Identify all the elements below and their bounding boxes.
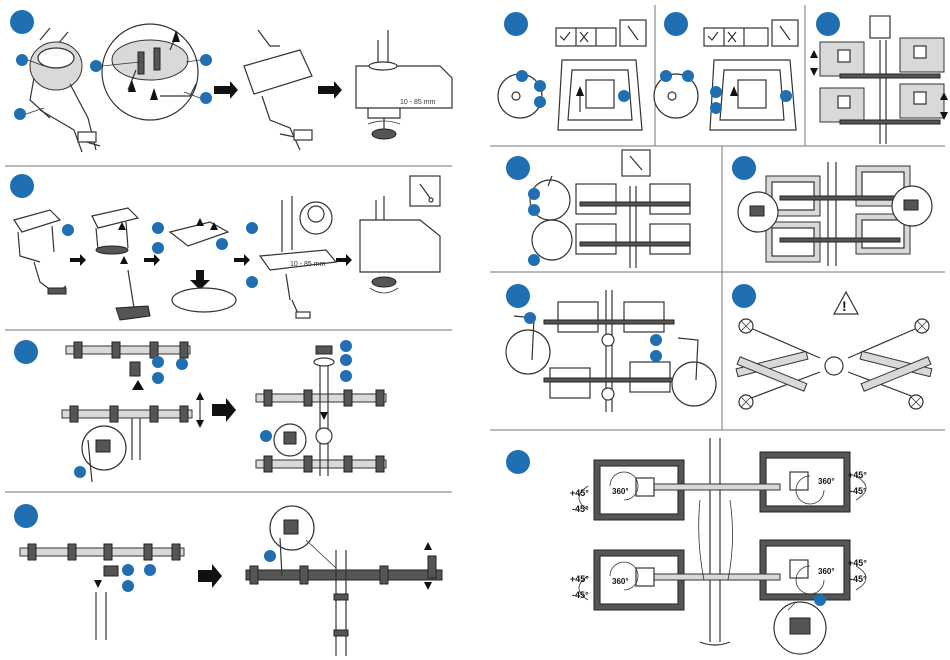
step-6-panel <box>654 12 798 130</box>
flow-arrow <box>212 398 236 422</box>
step-4-panel <box>14 504 442 656</box>
rotation-360-label: 360° <box>818 567 835 576</box>
step-5-panel <box>498 12 646 130</box>
rotation-360-label: 360° <box>612 487 629 496</box>
step-badge <box>14 504 38 528</box>
step-badge <box>10 10 34 34</box>
step-badge <box>816 12 840 36</box>
tilt-plus-label: +45° <box>570 574 589 584</box>
tilt-plus-label: +45° <box>848 558 867 568</box>
tilt-plus-label: +45° <box>570 488 589 498</box>
step-badge <box>506 450 530 474</box>
step-12-panel: 360° 360° 360° 360° +45° -45° +45° -45° … <box>506 438 867 654</box>
step-1-panel: 10 - 85 mm <box>10 10 452 152</box>
tilt-minus-label: -45° <box>572 590 589 600</box>
flow-arrow <box>198 564 222 588</box>
step-3-panel <box>14 340 386 482</box>
step-badge <box>664 12 688 36</box>
rotation-360-label: 360° <box>818 477 835 486</box>
callout-a <box>16 54 28 66</box>
tool-icon-frame <box>870 16 890 38</box>
step-7-panel <box>810 12 948 144</box>
rotation-360-label: 360° <box>612 577 629 586</box>
step-9-panel <box>732 156 932 266</box>
tilt-minus-label: -45° <box>572 504 589 514</box>
clamp-range-label: 10 - 85 mm <box>400 99 436 106</box>
warning-mark: ! <box>842 298 847 314</box>
callout-b <box>14 108 26 120</box>
tilt-minus-label: -45° <box>850 486 867 496</box>
step-badge <box>504 12 528 36</box>
step-badge <box>14 340 38 364</box>
tilt-plus-label: +45° <box>848 470 867 480</box>
flow-arrow <box>318 81 342 99</box>
step-badge <box>732 284 756 308</box>
step-badge <box>506 156 530 180</box>
tilt-minus-label: -45° <box>850 574 867 584</box>
step-badge <box>732 156 756 180</box>
step-8-panel <box>506 150 690 268</box>
clamp-range-label: 10 - 85 mm <box>290 261 326 268</box>
step-10-panel <box>506 284 716 412</box>
step-11-panel: ! <box>732 284 932 409</box>
flow-arrow <box>214 81 238 99</box>
step-badge <box>506 284 530 308</box>
step-badge <box>10 174 34 198</box>
step-2-panel: 10 - 85 mm <box>10 174 440 320</box>
